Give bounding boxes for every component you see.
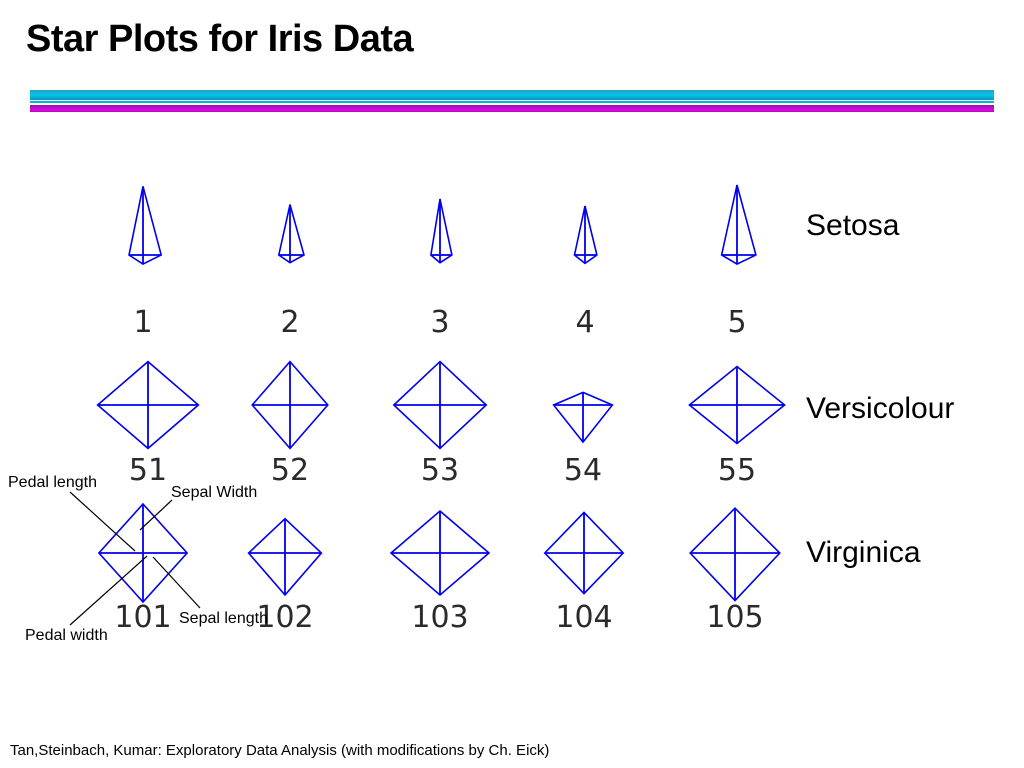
- title-divider: [30, 90, 994, 114]
- star-index-label: 3: [430, 305, 450, 340]
- star-glyph: [128, 186, 163, 266]
- star-outline: [573, 205, 598, 265]
- star-glyph: [573, 205, 598, 265]
- star-outline: [97, 502, 189, 604]
- star-outline: [247, 517, 323, 597]
- star-outline: [389, 509, 491, 597]
- star-outline: [96, 360, 200, 450]
- star-glyph: [97, 502, 189, 604]
- star-outline: [543, 511, 625, 595]
- star-outline: [688, 365, 786, 445]
- star-outline: [430, 198, 453, 264]
- divider-magenta-bar: [30, 105, 994, 112]
- star-index-label: 1: [133, 305, 153, 340]
- star-glyph: [389, 509, 491, 597]
- star-index-label: 54: [563, 453, 603, 488]
- star-glyph: [96, 360, 200, 450]
- star-index-label: 101: [114, 600, 172, 635]
- star-outline: [392, 360, 488, 450]
- star-index-label: 55: [717, 453, 757, 488]
- star-outline: [552, 391, 614, 444]
- annotation-pedal-width: Pedal width: [25, 627, 108, 644]
- class-label-setosa: Setosa: [806, 209, 900, 242]
- star-outline: [689, 507, 781, 602]
- star-index-label: 103: [411, 600, 469, 635]
- star-glyph: [688, 365, 786, 445]
- star-outline: [277, 204, 305, 264]
- star-outline: [128, 186, 163, 266]
- star-index-label: 104: [555, 600, 613, 635]
- annotation-pedal-length: Pedal length: [8, 474, 97, 491]
- annotation-sepal-length: Sepal length: [179, 610, 268, 627]
- star-glyph-layer: [96, 184, 786, 604]
- star-index-label: 2: [280, 305, 300, 340]
- star-index-label: 102: [256, 600, 314, 635]
- star-outline: [251, 360, 329, 450]
- page-title: Star Plots for Iris Data: [26, 18, 414, 60]
- star-glyph: [277, 204, 305, 264]
- divider-cyan-bar: [30, 90, 994, 100]
- footer-credit: Tan,Steinbach, Kumar: Exploratory Data A…: [10, 742, 550, 759]
- star-index-label: 52: [270, 453, 310, 488]
- callout-line-pedal-length: [69, 491, 136, 552]
- annotation-sepal-width: Sepal Width: [171, 484, 258, 501]
- divider-cyan-thin-bar: [30, 101, 994, 103]
- star-index-label: 51: [128, 453, 168, 488]
- star-index-label: 4: [575, 305, 595, 340]
- star-outline: [720, 184, 757, 266]
- star-index-label: 5: [727, 305, 747, 340]
- class-label-virginica: Virginica: [806, 536, 921, 569]
- star-glyph: [543, 511, 625, 595]
- star-glyph: [430, 198, 453, 264]
- star-index-label: 105: [706, 600, 764, 635]
- star-glyph: [251, 360, 329, 450]
- star-glyph: [720, 184, 757, 266]
- star-glyph: [392, 360, 488, 450]
- star-index-label: 53: [420, 453, 460, 488]
- star-glyph: [689, 507, 781, 602]
- star-glyph: [552, 391, 614, 444]
- class-label-versicolour: Versicolour: [806, 392, 955, 425]
- star-glyph: [247, 517, 323, 597]
- callout-line-sepal-width: [139, 499, 173, 531]
